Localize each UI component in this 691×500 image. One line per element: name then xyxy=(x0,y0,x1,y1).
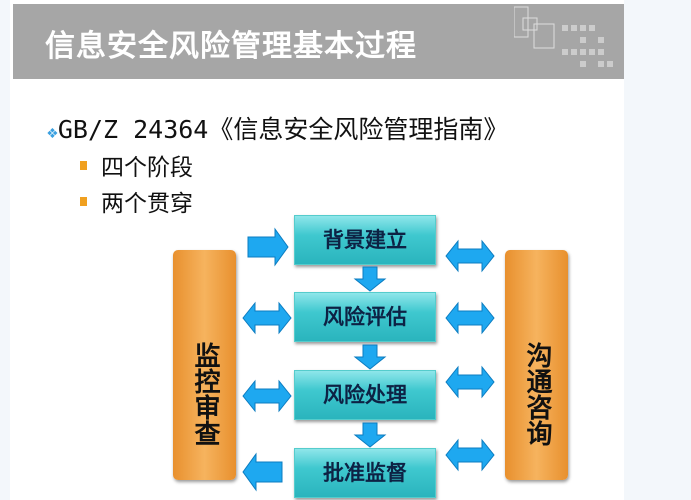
square-bullet-icon xyxy=(80,161,87,170)
down-arrow-icon xyxy=(354,266,386,292)
right-bar-communication: 沟通咨询 xyxy=(505,250,568,480)
left-arrow-icon xyxy=(242,452,283,492)
square-bullet-icon xyxy=(80,197,87,206)
stage-box: 背景建立 xyxy=(294,215,436,265)
decorative-squares-icon xyxy=(514,6,613,67)
bullet-main: ❖GB/Z 24364《信息安全风险管理指南》 xyxy=(47,110,508,146)
double-arrow-icon xyxy=(242,380,292,412)
subbullet: 四个阶段 xyxy=(80,148,193,182)
stage-box: 批准监督 xyxy=(294,448,436,498)
left-bar-monitor-review: 监控审查 xyxy=(173,250,236,480)
subbullet-text: 两个贯穿 xyxy=(101,191,193,217)
double-arrow-icon xyxy=(242,302,292,334)
bullet-text: GB/Z 24364《信息安全风险管理指南》 xyxy=(57,115,509,144)
down-arrow-icon xyxy=(354,344,386,370)
right-arrow-icon xyxy=(247,227,289,267)
double-arrow-icon xyxy=(445,366,495,398)
double-arrow-icon xyxy=(445,302,495,334)
double-arrow-icon xyxy=(445,439,495,471)
stage-box: 风险评估 xyxy=(294,292,436,342)
slide-title: 信息安全风险管理基本过程 xyxy=(45,29,417,64)
down-arrow-icon xyxy=(354,422,386,448)
double-arrow-icon xyxy=(445,240,495,272)
stage-box: 风险处理 xyxy=(294,370,436,420)
diamond-bullet-icon: ❖ xyxy=(47,122,58,143)
title-bar: 信息安全风险管理基本过程 xyxy=(13,4,624,79)
subbullet-text: 四个阶段 xyxy=(101,155,193,181)
subbullet: 两个贯穿 xyxy=(80,184,193,218)
